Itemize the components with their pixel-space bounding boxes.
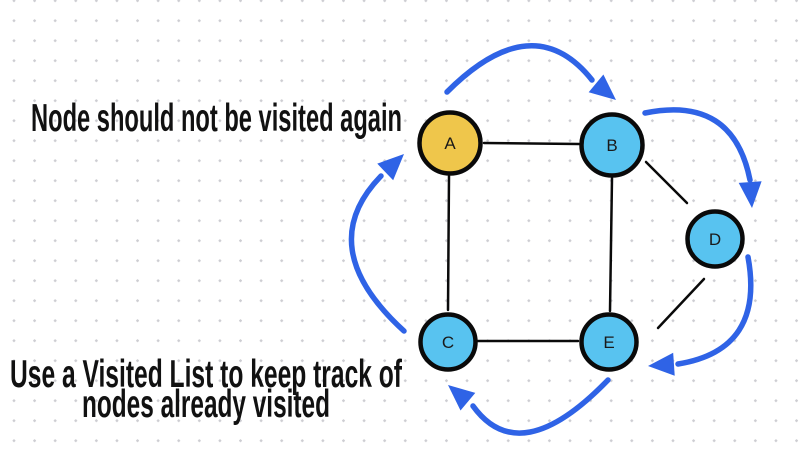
node-E: E [579,312,639,372]
node-A: A [417,110,483,176]
note-top: Node should not be visited again [31,97,402,140]
arrowhead-icon [648,352,675,376]
arrow-shaft [348,173,407,334]
node-B: B [579,112,645,178]
node-A-label: A [444,134,456,153]
edge-D-E [656,277,706,330]
node-C-label: C [442,333,454,352]
traversal-arrows-layer [348,43,762,436]
nodes-layer: A B C D E [417,110,745,372]
arrowhead-icon [448,385,476,411]
arrow-shaft [642,107,753,183]
arrow-shaft [444,43,595,95]
note-bottom-line2: nodes already visited [82,383,330,426]
traversal-arrow-A-B [444,43,616,100]
arrow-shaft [675,254,754,367]
traversal-arrow-E-C [448,377,611,436]
edge-A-C [446,174,451,312]
edges-layer [446,141,706,343]
node-B-label: B [606,136,617,155]
node-E-circle [579,312,639,372]
arrowhead-icon [588,74,616,100]
traversal-arrow-B-D [642,107,762,208]
traversal-arrow-C-A [348,154,407,334]
node-C-circle [418,312,478,372]
edge-B-D [644,160,689,205]
arrowhead-icon [738,181,762,208]
note-bottom-line1: Use a Visited List to keep track of [10,353,403,396]
node-C: C [418,312,478,372]
node-B-circle [579,112,645,178]
edge-A-B [482,141,581,146]
node-D: D [685,209,745,269]
node-A-circle [417,110,483,176]
arrow-shaft [470,377,611,436]
edge-B-E [608,176,614,313]
traversal-arrow-D-E [648,254,754,376]
node-D-label: D [709,230,721,249]
node-D-circle [685,209,745,269]
node-E-label: E [603,333,614,352]
arrowhead-icon [377,154,404,181]
